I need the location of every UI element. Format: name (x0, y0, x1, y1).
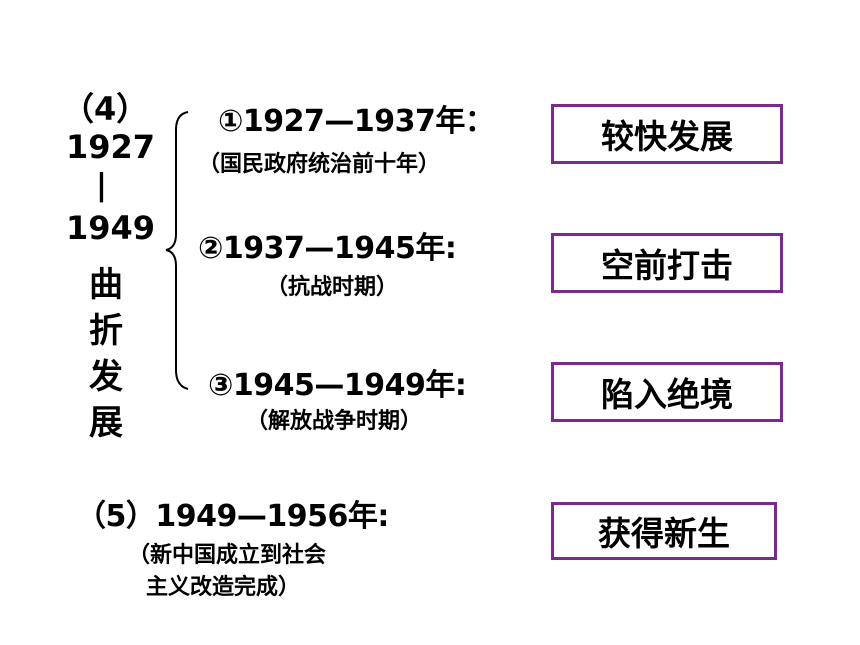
section-5-box: 获得新生 (551, 502, 777, 560)
period-3-box: 陷入绝境 (551, 362, 783, 422)
title-char: 曲 (89, 265, 123, 305)
period-3-heading: ③1945—1949年: (208, 368, 467, 403)
period-2-box: 空前打击 (551, 233, 783, 293)
start-year: 1927 (66, 128, 156, 166)
section-5-note-line-2: 主义改造完成） (146, 575, 301, 600)
section-4-number: （4） (62, 90, 149, 128)
title-char: 折 (89, 311, 123, 351)
end-year: 1949 (66, 209, 156, 247)
curly-brace (165, 111, 189, 390)
period-2-heading: ②1937—1945年: (198, 231, 457, 266)
period-3-note: （解放战争时期） (246, 409, 423, 434)
section-5-heading: （5）1949—1956年: (76, 499, 389, 534)
vertical-title: 曲 折 发 展 (86, 262, 126, 446)
year-separator: | (96, 168, 107, 203)
title-char: 展 (89, 403, 123, 443)
section-5-note-line-1: （新中国成立到社会 (128, 543, 327, 568)
period-1-box: 较快发展 (551, 104, 783, 164)
period-1-note: （国民政府统治前十年） (198, 152, 441, 177)
period-2-note: （抗战时期） (266, 275, 399, 300)
title-char: 发 (89, 357, 123, 397)
period-1-heading: ①1927—1937年： (218, 104, 495, 139)
